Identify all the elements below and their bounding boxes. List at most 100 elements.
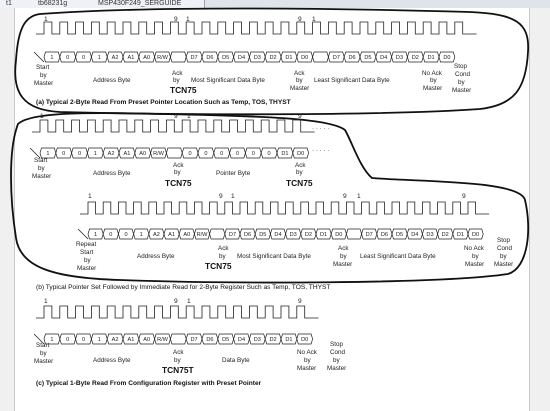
bit-label: 0 xyxy=(82,337,85,343)
bit-cell xyxy=(170,51,187,63)
start-edge xyxy=(33,51,45,63)
ack-label: Ack xyxy=(338,245,349,252)
bit-label: 0 xyxy=(62,151,65,157)
bit-label: D2 xyxy=(442,232,449,238)
stop-label: by xyxy=(500,253,508,260)
bit-label: D1 xyxy=(281,151,288,157)
bit-label: D6 xyxy=(349,55,356,61)
start-edge xyxy=(77,228,89,240)
bit-label: A0 xyxy=(139,151,146,157)
bit-label: A1 xyxy=(168,232,175,238)
ack-label: Ack xyxy=(172,70,183,77)
ack-label: Ack xyxy=(295,162,306,169)
bit-label: D0 xyxy=(443,55,450,61)
noack-label: No Ack xyxy=(464,245,485,252)
bit-cell xyxy=(312,51,329,63)
bit-label: D3 xyxy=(254,55,261,61)
bit-label: D7 xyxy=(333,55,340,61)
bit-label: D6 xyxy=(244,232,251,238)
bit-label: D4 xyxy=(380,55,387,61)
bit-label: D2 xyxy=(305,232,312,238)
bit-label: D5 xyxy=(396,232,403,238)
device-label: TCN75T xyxy=(162,365,195,375)
bit-label: 1 xyxy=(94,232,97,238)
caption-a: (a) Typical 2-Byte Read From Preset Poin… xyxy=(36,99,291,106)
stop-label: Stop xyxy=(497,237,510,244)
start-label: Master xyxy=(34,358,53,365)
ack-label: by xyxy=(174,357,182,364)
start-label: by xyxy=(40,72,48,79)
bit-number: 1 xyxy=(187,113,191,120)
ack-label: by xyxy=(174,169,182,176)
stop-label: by xyxy=(333,357,341,364)
bit-label: D0 xyxy=(472,232,479,238)
bit-label: 1 xyxy=(50,55,53,61)
clock-waveform xyxy=(80,201,490,215)
ack-label: Master xyxy=(290,85,309,92)
bit-cell xyxy=(170,333,187,345)
bit-label: 0 xyxy=(78,151,81,157)
bit-cell xyxy=(292,147,309,159)
bit-label: D1 xyxy=(428,55,435,61)
bit-label: 0 xyxy=(66,337,69,343)
bit-label: D4 xyxy=(411,232,418,238)
bit-label: D7 xyxy=(366,232,373,238)
clock-waveform xyxy=(36,21,477,35)
clock-waveform xyxy=(36,305,319,319)
device-label: TCN75 xyxy=(286,178,313,188)
bit-number: 1 xyxy=(186,16,190,23)
document-tab[interactable]: MSP430F249_SERGUIDE xyxy=(92,0,205,8)
start-edge xyxy=(29,147,41,159)
right-gutter xyxy=(528,8,550,411)
bit-number: 1 xyxy=(312,16,316,23)
bit-label: D1 xyxy=(457,232,464,238)
bit-cell xyxy=(346,228,362,240)
start-label: Start xyxy=(36,342,50,349)
bit-number: 9 xyxy=(298,113,302,120)
start-label: by xyxy=(38,165,46,172)
noack-label: No Ack xyxy=(422,70,443,77)
caption-b: (b) Typical Pointer Set Followed by Imme… xyxy=(36,284,330,291)
noack-label: by xyxy=(430,77,438,84)
bit-label: R/W xyxy=(153,151,165,157)
caption-c: (c) Typical 1-Byte Read From Configurati… xyxy=(36,380,262,387)
bit-label: A1 xyxy=(127,337,134,343)
bit-number: 1 xyxy=(88,193,92,200)
data-byte-label: Data Byte xyxy=(222,357,250,364)
bit-cell xyxy=(166,147,183,159)
bit-label: 0 xyxy=(124,232,127,238)
repeat-start-label: Master xyxy=(77,265,96,272)
bit-label: D7 xyxy=(191,337,198,343)
bit-label: A2 xyxy=(112,55,119,61)
bit-label: 0 xyxy=(236,151,239,157)
ack-label: Ack xyxy=(218,245,229,252)
bit-label: 0 xyxy=(82,55,85,61)
stop-label: Stop xyxy=(454,63,467,70)
bit-cell xyxy=(438,51,456,63)
bit-label: D2 xyxy=(270,55,277,61)
bit-label: 0 xyxy=(66,55,69,61)
bit-label: D6 xyxy=(381,232,388,238)
bit-label: D0 xyxy=(301,55,308,61)
bit-label: 0 xyxy=(268,151,271,157)
bit-label: A2 xyxy=(108,151,115,157)
start-label: Start xyxy=(34,157,48,164)
bit-label: D0 xyxy=(335,232,342,238)
pointer-byte-label: Pointer Byte xyxy=(216,170,251,177)
bit-label: D7 xyxy=(229,232,236,238)
bit-label: 0 xyxy=(204,151,207,157)
bit-label: D3 xyxy=(254,337,261,343)
start-label: Master xyxy=(32,173,51,180)
msb-label: Most Significant Data Byte xyxy=(237,253,311,260)
bit-label: 1 xyxy=(98,337,101,343)
clock-line xyxy=(36,21,477,35)
bit-number: 9 xyxy=(174,16,178,23)
bit-label: D0 xyxy=(297,151,304,157)
bit-label: A2 xyxy=(112,337,119,343)
repeat-start-label: Repeat xyxy=(76,241,97,248)
bit-number: 9 xyxy=(298,298,302,305)
